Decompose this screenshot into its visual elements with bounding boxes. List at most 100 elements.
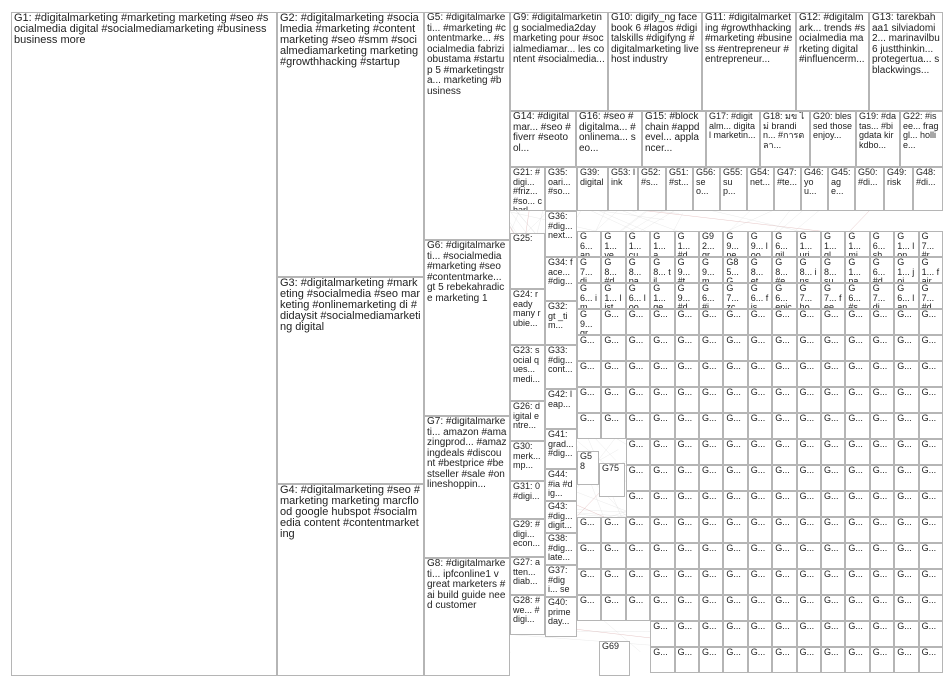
group-label: G3: #digitalmarketing #marketing #social…	[280, 277, 421, 333]
minor-group-box: G85... G...	[723, 257, 748, 283]
minor-group-label: G1... list...	[604, 283, 622, 309]
group-label: G52: #s...	[641, 167, 661, 187]
group-box-g24: G24: ready many rubie...	[510, 289, 545, 345]
minor-group-box: G...	[845, 465, 870, 491]
minor-group-box: G...	[894, 647, 919, 673]
group-label: G33: #dig... cont...	[548, 345, 573, 374]
group-box-g10: G10: digify_ng facebook 6 #lagos #digita…	[608, 12, 702, 111]
group-label: G12: #digitalmark... trends #socialmedia…	[799, 12, 866, 65]
group-box-g28: G28: #we... #digi...	[510, 595, 545, 635]
minor-group-label: G6... #d...	[872, 257, 891, 283]
minor-group-box: G...	[650, 439, 675, 465]
minor-group-box: G...	[674, 439, 699, 465]
minor-group-label: G...	[726, 335, 741, 345]
minor-group-label: G...	[702, 413, 717, 423]
group-box-g40: G40: prime day...	[545, 597, 577, 637]
minor-group-box: G8... ins...	[796, 257, 821, 283]
minor-group-box: G...	[869, 569, 895, 595]
minor-group-box: G...	[821, 439, 846, 465]
group-box-g12: G12: #digitalmark... trends #socialmedia…	[796, 12, 869, 111]
minor-group-label: G...	[799, 517, 815, 527]
minor-group-label: G...	[677, 387, 693, 397]
minor-group-box: G92... gr...	[699, 231, 724, 257]
group-label: G8: #digitalmarketi... ipfconline1 v gre…	[427, 558, 506, 611]
minor-group-label: G...	[921, 465, 937, 475]
group-box-g58: G58	[577, 451, 599, 485]
minor-group-label: G...	[702, 335, 717, 345]
minor-group-box: G...	[625, 387, 651, 413]
minor-group-box: G...	[747, 517, 773, 543]
minor-group-box: G...	[796, 543, 821, 569]
minor-group-label: G...	[750, 595, 766, 605]
minor-group-label: G1... uri...	[799, 231, 818, 257]
minor-group-label: G...	[750, 465, 766, 475]
minor-group-label: G...	[897, 335, 912, 345]
group-box-g35: G35: oari... #so...	[545, 167, 577, 211]
minor-group-box: G...	[821, 491, 846, 517]
minor-group-label: G...	[848, 413, 863, 423]
minor-group-box: G...	[796, 309, 821, 335]
minor-group-box: G...	[699, 413, 724, 439]
minor-group-box: G...	[869, 335, 895, 361]
minor-group-box: G...	[625, 595, 651, 621]
group-label: G17: #digitalm... digital marketin...	[709, 111, 756, 140]
group-box-g30: G30: merk... mp...	[510, 441, 545, 481]
group-label: G13: tarekbahaa1 silviadomi2... marinavi…	[872, 12, 940, 76]
minor-group-box: G6... lan...	[894, 283, 919, 309]
minor-group-label: G...	[921, 361, 937, 371]
minor-group-box: G...	[772, 465, 797, 491]
minor-group-box: G...	[918, 439, 943, 465]
minor-group-box: G...	[772, 621, 797, 647]
minor-group-label: G...	[799, 491, 815, 501]
group-label: G30: merk... mp...	[513, 441, 541, 470]
minor-group-label: G...	[653, 413, 668, 423]
minor-group-box: G...	[747, 543, 773, 569]
minor-group-box: G...	[601, 361, 626, 387]
minor-group-box: G...	[577, 595, 602, 621]
group-label: G56: seo...	[696, 167, 716, 196]
group-label: G24: ready many rubie...	[513, 289, 541, 328]
minor-group-box: G...	[821, 309, 846, 335]
minor-group-box: G...	[674, 543, 699, 569]
minor-group-box: G...	[650, 491, 675, 517]
minor-group-label: G...	[750, 517, 766, 527]
group-box-g20: G20: blessed those enjoy...	[810, 111, 856, 167]
minor-group-label: G6... #i...	[702, 283, 717, 309]
minor-group-label: G...	[824, 621, 839, 631]
minor-group-label: G...	[604, 309, 619, 319]
minor-group-label: G7... fee...	[824, 283, 842, 309]
minor-group-label: G...	[848, 517, 863, 527]
minor-group-label: G...	[775, 517, 790, 527]
minor-group-box: G...	[772, 595, 797, 621]
minor-group-box: G1... joi...	[894, 257, 919, 283]
minor-group-label: G1... lon...	[897, 231, 915, 257]
minor-group-box: G...	[723, 517, 748, 543]
minor-group-label: G...	[750, 413, 766, 423]
minor-group-box: G...	[674, 465, 699, 491]
minor-group-label: G...	[702, 465, 717, 475]
minor-group-label: G85... G...	[726, 257, 741, 283]
minor-group-box: G...	[894, 439, 919, 465]
minor-group-label: G...	[848, 465, 863, 475]
minor-group-box: G1... ver...	[601, 231, 626, 257]
minor-group-label: G...	[872, 413, 888, 423]
minor-group-label: G...	[726, 361, 741, 371]
minor-group-label: G1... nat...	[848, 257, 861, 283]
minor-group-box: G...	[894, 335, 919, 361]
minor-group-label: G...	[799, 439, 815, 449]
minor-group-label: G...	[872, 491, 888, 501]
minor-group-label: G...	[677, 517, 693, 527]
group-label: G19: #datas... #bigdata kirkdbo...	[859, 111, 897, 150]
minor-group-label: G...	[872, 569, 888, 579]
minor-group-box: G...	[918, 569, 943, 595]
minor-group-label: G...	[628, 543, 644, 553]
group-label: G58	[580, 451, 593, 471]
group-label: G48: #di...	[916, 167, 936, 187]
minor-group-label: G6... epic	[775, 283, 792, 309]
minor-group-box: G...	[723, 361, 748, 387]
minor-group-box: G...	[601, 517, 626, 543]
minor-group-box: G...	[845, 621, 870, 647]
minor-group-box: G9... #di...	[674, 283, 699, 309]
minor-group-box: G...	[650, 413, 675, 439]
group-label: G75	[602, 463, 620, 473]
